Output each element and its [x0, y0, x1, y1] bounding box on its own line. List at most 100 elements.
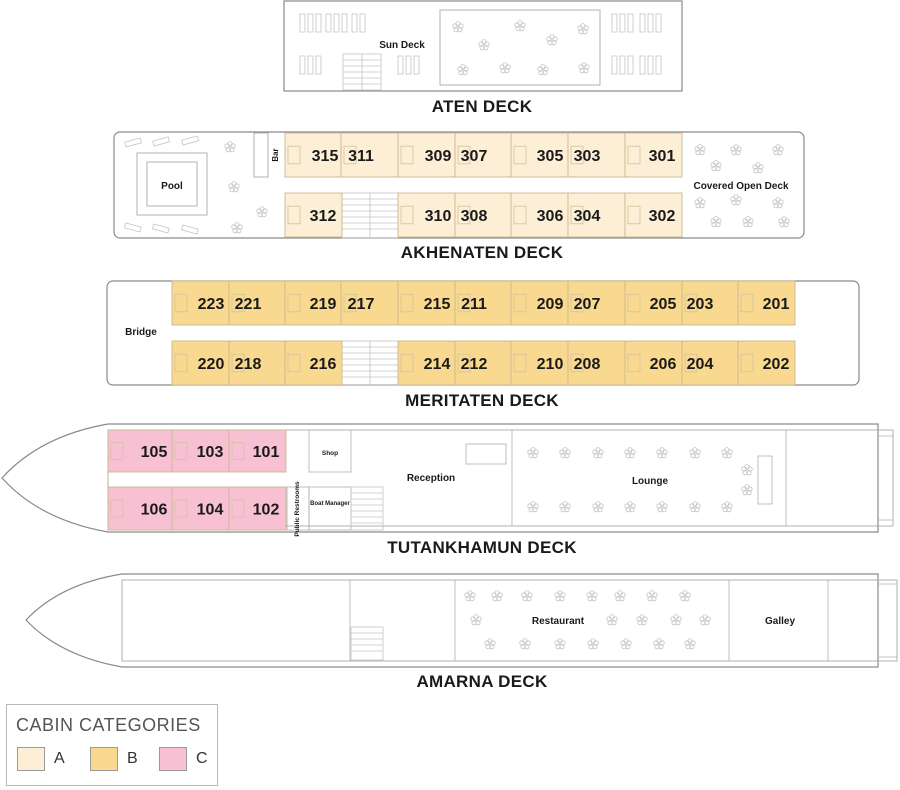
bed-icon: [400, 205, 414, 225]
cabin-311-shape: [340, 132, 399, 178]
cabin-211[interactable]: 211: [454, 280, 513, 326]
akhenaten-stair-steps: [342, 193, 398, 238]
bar-counter: [253, 132, 269, 178]
cabin-201[interactable]: 201: [737, 280, 796, 326]
cabin-number: 215: [424, 296, 451, 313]
cabin-221[interactable]: 221: [228, 280, 286, 326]
cabin-315[interactable]: 315: [284, 132, 342, 178]
cabin-number: 206: [650, 356, 677, 373]
amarna-staircase: [350, 626, 384, 661]
cabin-102-shape: [228, 486, 287, 531]
cabin-307[interactable]: 307: [454, 132, 513, 178]
cabin-304[interactable]: 304: [567, 192, 626, 238]
cabin-309[interactable]: 309: [397, 132, 456, 178]
cabin-306-shape: [510, 192, 569, 238]
cabin-302-shape: [624, 192, 683, 238]
cabin-202-shape: [737, 340, 796, 386]
meritaten-deck-title: MERITATEN DECK: [405, 391, 559, 410]
cabin-301[interactable]: 301: [624, 132, 683, 178]
cabin-312[interactable]: 312: [284, 192, 343, 238]
cabin-209[interactable]: 209: [510, 280, 569, 326]
cabin-308[interactable]: 308: [454, 192, 513, 238]
pool-deck-loungers: [124, 135, 199, 235]
cabin-212-shape: [454, 340, 513, 386]
cabin-218-shape: [228, 340, 286, 386]
cabin-303[interactable]: 303: [567, 132, 626, 178]
cabin-number: 223: [198, 296, 225, 313]
aten-deck-title: ATEN DECK: [432, 97, 533, 116]
cabin-101[interactable]: 101: [228, 429, 287, 473]
cabin-number: 310: [425, 208, 452, 225]
cabin-number: 202: [763, 356, 790, 373]
cabin-311[interactable]: 311: [340, 132, 399, 178]
cabin-102[interactable]: 102: [228, 486, 287, 531]
cabin-number: 307: [461, 148, 488, 165]
cabin-214[interactable]: 214: [397, 340, 456, 386]
cabin-number: 309: [425, 148, 452, 165]
amarna-hull: [25, 573, 879, 668]
cabin-202[interactable]: 202: [737, 340, 796, 386]
cabin-305[interactable]: 305: [510, 132, 569, 178]
cabin-216[interactable]: 216: [284, 340, 343, 386]
cabin-number: 101: [253, 444, 280, 461]
cabin-210[interactable]: 210: [510, 340, 569, 386]
cabin-103[interactable]: 103: [171, 429, 230, 473]
bed-icon: [513, 353, 527, 373]
cabin-106[interactable]: 106: [107, 486, 173, 531]
bed-icon: [627, 205, 641, 225]
tutankhamun-stair-steps: [351, 492, 383, 524]
pool-basin: [146, 161, 198, 207]
bed-icon: [627, 353, 641, 373]
sun-deck-lounge-area: [439, 9, 601, 86]
cabin-206[interactable]: 206: [624, 340, 683, 386]
cabin-302[interactable]: 302: [624, 192, 683, 238]
bed-icon: [570, 145, 584, 165]
cabin-217[interactable]: 217: [340, 280, 399, 326]
cabin-207[interactable]: 207: [567, 280, 626, 326]
bed-icon: [400, 293, 414, 313]
cabin-204-shape: [681, 340, 739, 386]
bed-icon: [231, 442, 245, 460]
legend-swatch-a: [17, 747, 45, 771]
bed-icon: [231, 353, 245, 373]
cabin-number: 102: [253, 502, 280, 519]
cabin-number: 209: [537, 296, 564, 313]
cabin-218[interactable]: 218: [228, 340, 286, 386]
cabin-number: 306: [537, 208, 564, 225]
boat-manager-label: Boat Manager: [310, 501, 350, 507]
cabin-104[interactable]: 104: [171, 486, 230, 531]
cabin-203[interactable]: 203: [681, 280, 739, 326]
bed-icon: [287, 353, 301, 373]
cabin-105[interactable]: 105: [107, 429, 173, 473]
cabin-208[interactable]: 208: [567, 340, 626, 386]
cabin-209-shape: [510, 280, 569, 326]
cabin-220[interactable]: 220: [171, 340, 230, 386]
pool-surround: [136, 152, 208, 216]
sun-deck-label: Sun Deck: [379, 40, 425, 51]
cabin-223[interactable]: 223: [171, 280, 230, 326]
cabin-306[interactable]: 306: [510, 192, 569, 238]
cabin-312-shape: [284, 192, 343, 238]
cabin-105-shape: [107, 429, 173, 473]
legend-title: CABIN CATEGORIES: [16, 715, 201, 735]
cabin-310[interactable]: 310: [397, 192, 456, 238]
cabin-204[interactable]: 204: [681, 340, 739, 386]
reception-label: Reception: [407, 473, 455, 484]
cabin-number: 302: [649, 208, 676, 225]
bed-icon: [513, 145, 527, 165]
cabin-308-shape: [454, 192, 513, 238]
cabin-number: 208: [574, 356, 601, 373]
cabin-219[interactable]: 219: [284, 280, 343, 326]
bed-icon: [740, 353, 754, 373]
cabin-205[interactable]: 205: [624, 280, 683, 326]
bed-icon: [570, 205, 584, 225]
cabin-number: 217: [348, 296, 375, 313]
cabin-number: 303: [574, 148, 601, 165]
cabin-215[interactable]: 215: [397, 280, 456, 326]
bed-icon: [457, 145, 471, 165]
cabin-212[interactable]: 212: [454, 340, 513, 386]
cabin-number: 312: [310, 208, 337, 225]
